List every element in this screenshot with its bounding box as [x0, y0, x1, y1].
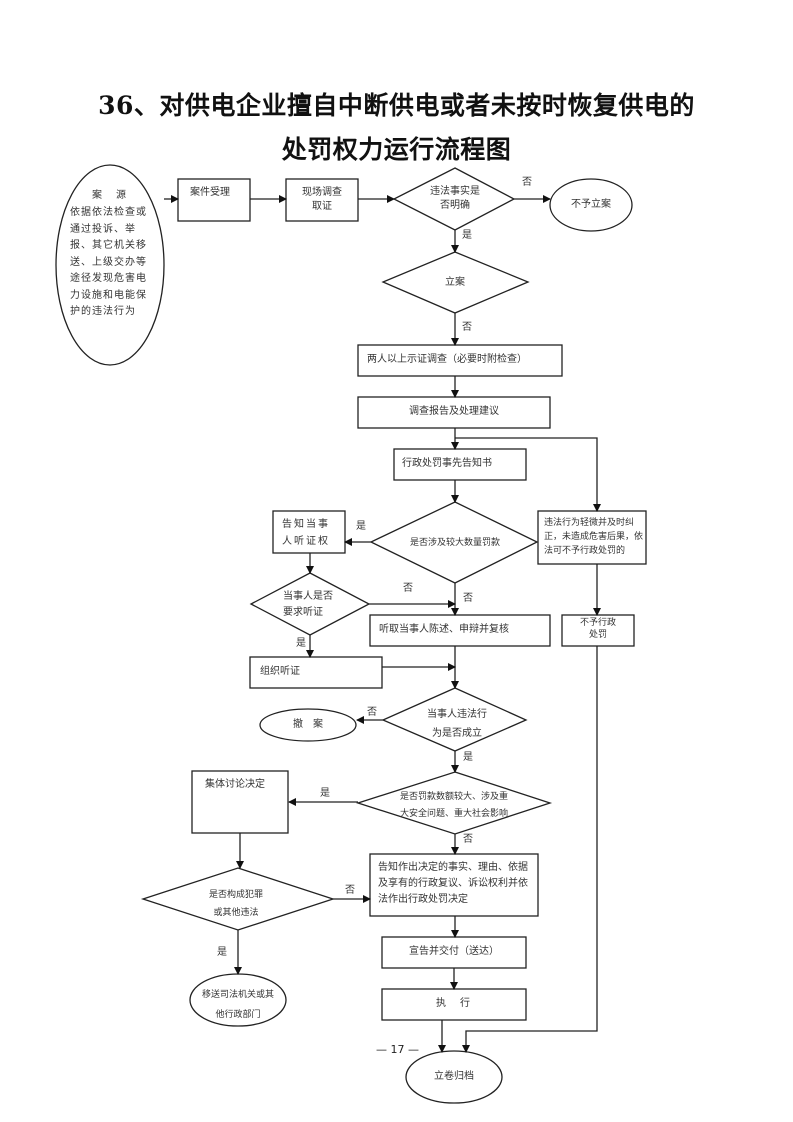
two-person-box [357, 344, 563, 377]
report-label: 调查报告及处理建议 [409, 406, 499, 417]
fact-clear-label: 违法事实是否明确 [430, 186, 480, 211]
file-case-label: 立案 [445, 277, 465, 288]
case-accept-label: 案件受理 [190, 187, 230, 198]
organize-hearing-label: 组织听证 [260, 666, 300, 677]
violation-established-label: 当事人违法行为是否成立 [427, 709, 487, 739]
large-fine-label: 是否涉及较大数量罚款 [409, 538, 500, 548]
edge-label-fine-yes: 是 [356, 521, 366, 532]
case-source-body: 依据依法检查或通过投诉、举报、其它机关移送、上级交办等途径发现危害电力设施和电能… [70, 207, 147, 317]
arrow-report-to-minor [455, 437, 601, 512]
transfer-judicial-label: 移送司法机关或其他行政部门 [201, 990, 274, 1020]
flowchart-title-line2: 处罚权力运行流程图 [281, 135, 512, 164]
crime-label: 是否构成犯罪或其他违法 [208, 890, 263, 918]
hear-statement-label: 听取当事人陈述、申辩并复核 [379, 624, 509, 635]
archive-ellipse [405, 1050, 503, 1104]
major-case-label: 是否罚款数额较大、涉及重大安全问题、重大社会影响 [399, 792, 508, 819]
withdraw-ellipse [259, 708, 357, 742]
announce-deliver-label: 宣告并交付（送达） [409, 946, 499, 957]
edge-label-fine-no: 否 [463, 593, 473, 604]
case-source-ellipse [55, 164, 165, 366]
two-person-label: 两人以上示证调查（必要时附检查） [367, 354, 527, 365]
edge-label-hearing-yes: 是 [296, 638, 306, 649]
edge-label-major-yes: 是 [320, 788, 330, 799]
edge-label-crime-yes: 是 [217, 947, 227, 958]
edge-label-established-yes: 是 [463, 752, 473, 763]
no-case-ellipse [549, 178, 633, 232]
notify-decision-label: 告知作出决定的事实、理由、依据及享有的行政复议、诉讼权利并依法作出行政处罚决定 [378, 862, 528, 905]
withdraw-label: 撤 案 [293, 719, 323, 730]
page-number: — 17 — [376, 1043, 419, 1056]
site-investigation-label: 现场调查取证 [302, 187, 342, 212]
edge-label-major-no: 否 [463, 834, 473, 845]
archive-label: 立卷归档 [434, 1071, 474, 1082]
no-case-label: 不予立案 [571, 199, 611, 210]
hear-statement-box [369, 614, 551, 647]
collective-decision-label: 集体讨论决定 [205, 779, 265, 790]
notify-hearing-label: 告知当事人听证权 [282, 519, 330, 547]
edge-label-fact-no: 否 [522, 177, 532, 188]
edge-label-hearing-no: 否 [403, 583, 413, 594]
organize-hearing-box [249, 656, 383, 689]
edge-label-file-no: 否 [462, 322, 472, 333]
minor-violation-label: 违法行为轻微并及时纠正，未造成危害后果，依法可不予行政处罚的 [544, 518, 644, 556]
prior-notice-box [393, 448, 527, 481]
prior-notice-label: 行政处罚事先告知书 [402, 458, 492, 469]
arrow-no-penalty-to-archive [462, 646, 598, 1053]
execute-label: 执 行 [436, 998, 472, 1009]
edge-label-established-no: 否 [367, 707, 377, 718]
request-hearing-label: 当事人是否要求听证 [283, 591, 333, 618]
edge-label-fact-yes: 是 [462, 230, 472, 241]
notify-hearing-box [272, 510, 346, 554]
flowchart-title-line1: 36、对供电企业擅自中断供电或者未按时恢复供电的 [98, 91, 695, 120]
minor-violation-box [537, 510, 647, 565]
case-source-title: 案 源 [92, 190, 128, 201]
edge-label-crime-no: 否 [345, 885, 355, 896]
no-penalty-label: 不予行政处罚 [579, 618, 616, 640]
